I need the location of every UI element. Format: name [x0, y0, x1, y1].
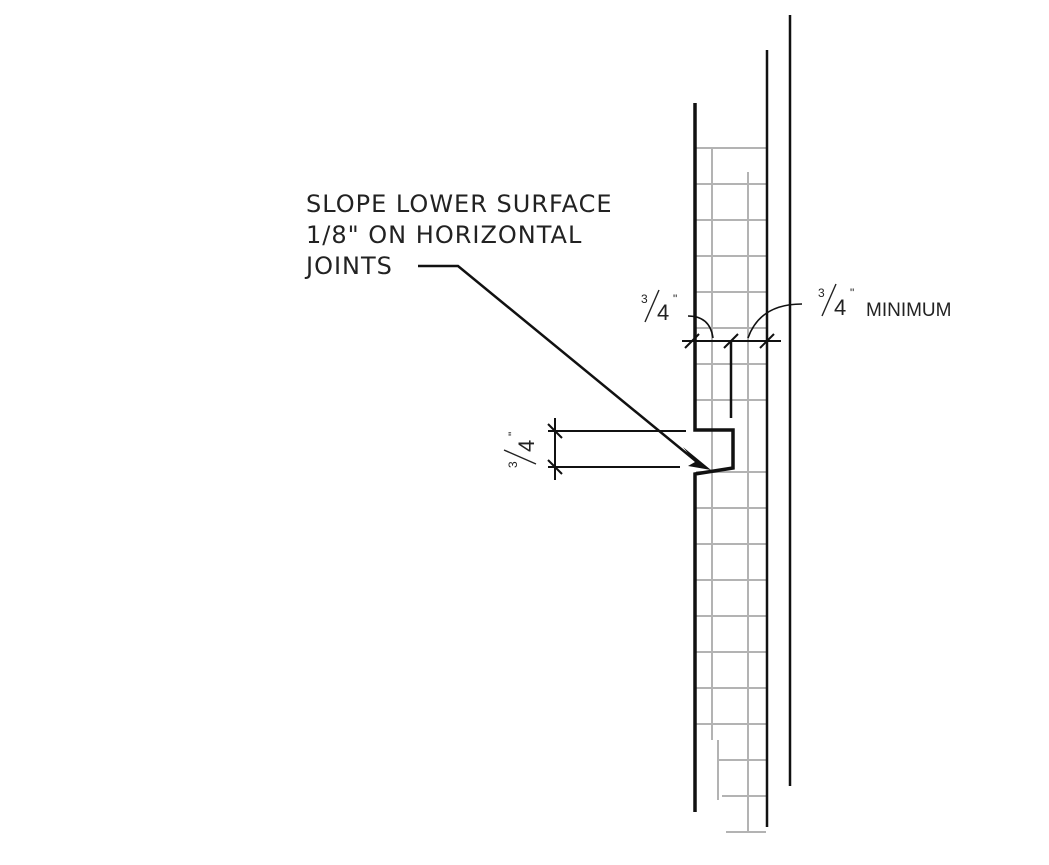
- backing-lines: [765, 15, 792, 827]
- masonry-grid: [696, 147, 766, 833]
- note-text: SLOPE LOWER SURFACE 1/8" ON HORIZONTAL J…: [304, 190, 621, 280]
- tick-mark: [547, 459, 563, 475]
- dim-label-vertical: 3 4 ": [503, 432, 539, 468]
- svg-text:4: 4: [514, 440, 539, 452]
- minimum-label: MINIMUM: [866, 300, 951, 321]
- svg-text:4: 4: [834, 295, 846, 320]
- horizontal-dimension: [682, 333, 781, 349]
- svg-text:4: 4: [657, 300, 669, 325]
- dim-label-right-top: 3 4 " MINIMUM: [818, 283, 951, 321]
- tick-mark: [684, 333, 700, 349]
- svg-text:": ": [673, 292, 677, 306]
- note-line-1: SLOPE LOWER SURFACE: [306, 190, 613, 218]
- leader-right-top: [747, 303, 803, 339]
- note-line-2: 1/8" ON HORIZONTAL: [306, 221, 582, 249]
- svg-text:": ": [850, 286, 854, 300]
- leader-left-top: [687, 315, 714, 339]
- svg-text:3: 3: [818, 286, 825, 300]
- vertical-dimension: [547, 418, 686, 480]
- note-leader: [418, 264, 698, 463]
- svg-text:3: 3: [506, 461, 520, 468]
- dim-label-left-top: 3 4 ": [641, 289, 677, 325]
- tick-mark: [723, 333, 739, 349]
- note-line-3: JOINTS: [304, 252, 393, 280]
- tick-mark: [759, 333, 775, 349]
- tick-mark: [547, 423, 563, 439]
- arrowhead: [683, 447, 711, 470]
- svg-text:3: 3: [641, 292, 648, 306]
- svg-text:": ": [506, 432, 520, 436]
- face-profile: [693, 103, 735, 812]
